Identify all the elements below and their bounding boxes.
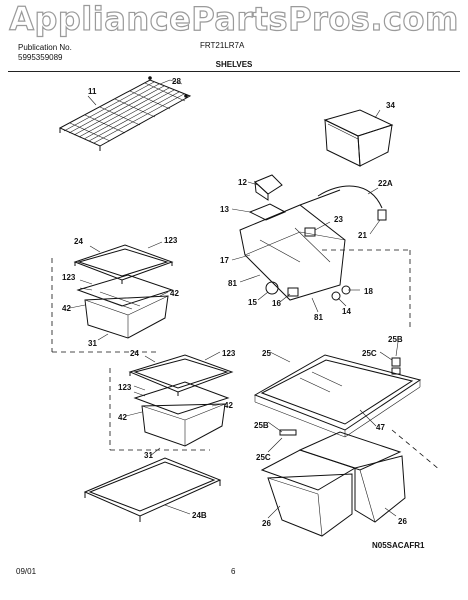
callout-25Ba: 25B xyxy=(388,335,403,344)
callout-22a: 22A xyxy=(378,179,393,188)
upper-glass-shelf-part xyxy=(73,244,174,284)
callout-81a: 81 xyxy=(228,279,237,288)
callout-47: 47 xyxy=(376,423,385,432)
callout-16: 16 xyxy=(272,299,281,308)
callout-21: 21 xyxy=(358,231,367,240)
callout-81b: 81 xyxy=(314,313,323,322)
callout-25: 25 xyxy=(262,349,271,358)
callout-13: 13 xyxy=(220,205,229,214)
lower-crisper-drawer-part xyxy=(133,381,230,447)
callout-123b: 123 xyxy=(62,273,76,282)
callout-24B: 24B xyxy=(192,511,207,520)
callout-42d: 42 xyxy=(118,413,127,422)
callout-31b: 31 xyxy=(144,451,153,460)
callout-25Ca: 25C xyxy=(362,349,377,358)
callout-26b: 26 xyxy=(398,517,407,526)
callout-11: 11 xyxy=(88,87,97,96)
dairy-bin-part xyxy=(323,109,394,167)
callout-23: 23 xyxy=(334,215,343,224)
callout-25Cb: 25C xyxy=(256,453,271,462)
callout-31a: 31 xyxy=(88,339,97,348)
callout-42b: 42 xyxy=(62,304,71,313)
lower-glass-shelf-part xyxy=(128,354,234,396)
footer-date: 09/01 xyxy=(16,567,37,576)
wire-shelf-part xyxy=(58,79,192,151)
callout-42c: 42 xyxy=(224,401,233,410)
callout-123a: 123 xyxy=(164,236,178,245)
callout-12: 12 xyxy=(238,178,247,187)
callout-123d: 123 xyxy=(118,383,132,392)
publication-number: 5995359089 xyxy=(18,53,63,62)
watermark: AppliancePartsPros.com xyxy=(9,0,459,39)
callout-123c: 123 xyxy=(222,349,236,358)
callout-28: 28 xyxy=(172,77,181,86)
callout-14: 14 xyxy=(342,307,351,316)
figure-code: N05SACAFR1 xyxy=(372,541,425,550)
callout-24a: 24 xyxy=(74,237,83,246)
model-number: FRT21LR7A xyxy=(200,41,245,50)
bottom-shelf-part xyxy=(83,457,222,522)
section-title: SHELVES xyxy=(215,60,253,69)
footer-page: 6 xyxy=(231,567,236,576)
crisper-drawers-part xyxy=(260,431,406,537)
callout-15: 15 xyxy=(248,298,257,307)
callout-24b: 24 xyxy=(130,349,139,358)
header-rule xyxy=(8,71,460,72)
callout-17: 17 xyxy=(220,256,229,265)
callout-34: 34 xyxy=(386,101,395,110)
callout-26a: 26 xyxy=(262,519,271,528)
callout-18: 18 xyxy=(364,287,373,296)
control-knob-part xyxy=(248,174,287,221)
callout-25Bb: 25B xyxy=(254,421,269,430)
crisper-cover-part xyxy=(253,354,422,438)
upper-crisper-drawer-part xyxy=(76,274,174,339)
publication-label: Publication No. xyxy=(18,43,72,52)
callout-42a: 42 xyxy=(170,289,179,298)
control-housing-part xyxy=(239,185,387,301)
